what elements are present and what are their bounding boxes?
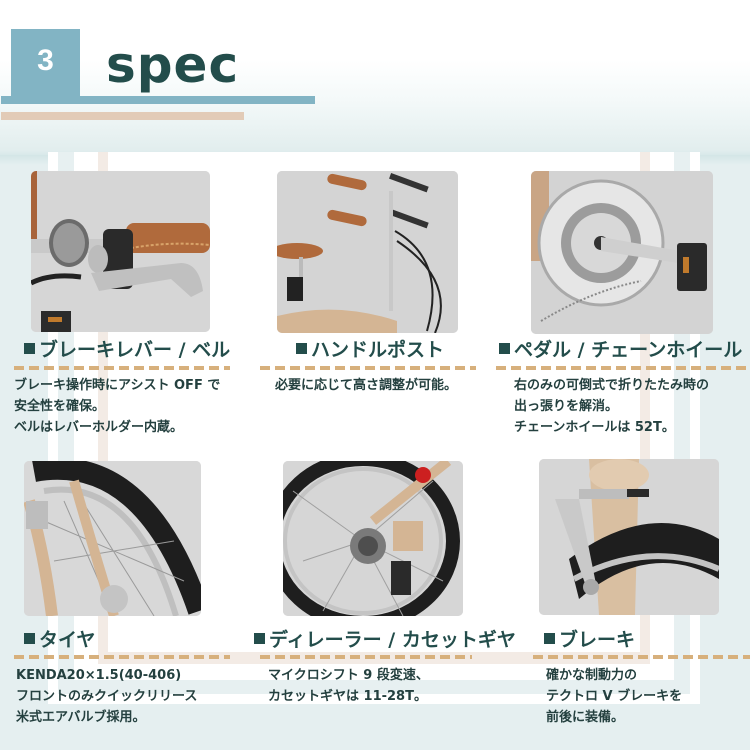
brake-lever-photo xyxy=(31,171,210,332)
card-description: 右のみの可倒式で折りたたみ時の 出っ張りを解消。 チェーンホイールは 52T。 xyxy=(514,378,710,435)
card-title: ブレーキ xyxy=(544,628,635,652)
bullet-square-icon xyxy=(544,633,555,644)
card-title: ディレーラー / カセットギヤ xyxy=(254,628,516,652)
card-description: ブレーキ操作時にアシスト OFF で 安全性を確保。 ベルはレバーホルダー内蔵。 xyxy=(14,378,221,435)
dashed-divider xyxy=(496,366,750,370)
card-description: 確かな制動力の テクトロ V ブレーキを 前後に装備。 xyxy=(546,668,683,725)
section-title: spec xyxy=(106,36,240,94)
v-brake-photo xyxy=(539,459,719,615)
tire-photo xyxy=(24,461,201,616)
dashed-divider xyxy=(14,366,230,370)
bullet-square-icon xyxy=(296,343,307,354)
header-rule-beige xyxy=(1,112,244,120)
card-title: ハンドルポスト xyxy=(296,338,444,362)
header-rule-blue xyxy=(1,96,315,104)
section-number: 3 xyxy=(37,44,54,77)
section-header: 3 spec xyxy=(0,0,750,155)
bullet-square-icon xyxy=(24,343,35,354)
dashed-divider xyxy=(260,366,476,370)
dashed-divider xyxy=(260,655,472,659)
card-title: ブレーキレバー / ベル xyxy=(24,338,230,362)
card-description: 必要に応じて高さ調整が可能。 xyxy=(275,378,458,393)
handle-post-photo xyxy=(277,171,458,333)
bullet-square-icon xyxy=(254,633,265,644)
card-title: ペダル / チェーンホイール xyxy=(499,338,742,362)
section-number-badge: 3 xyxy=(11,29,80,97)
dashed-divider xyxy=(533,655,750,659)
derailleur-cassette-photo xyxy=(283,461,463,616)
card-description: KENDA20×1.5(40-406) フロントのみクイックリリース 米式エアバ… xyxy=(16,668,198,725)
card-title: タイヤ xyxy=(24,628,95,652)
dashed-divider xyxy=(14,655,230,659)
bullet-square-icon xyxy=(24,633,35,644)
bullet-square-icon xyxy=(499,343,510,354)
card-description: マイクロシフト 9 段変速、 カセットギヤは 11-28T。 xyxy=(268,668,429,704)
pedal-chainwheel-photo xyxy=(531,171,713,334)
